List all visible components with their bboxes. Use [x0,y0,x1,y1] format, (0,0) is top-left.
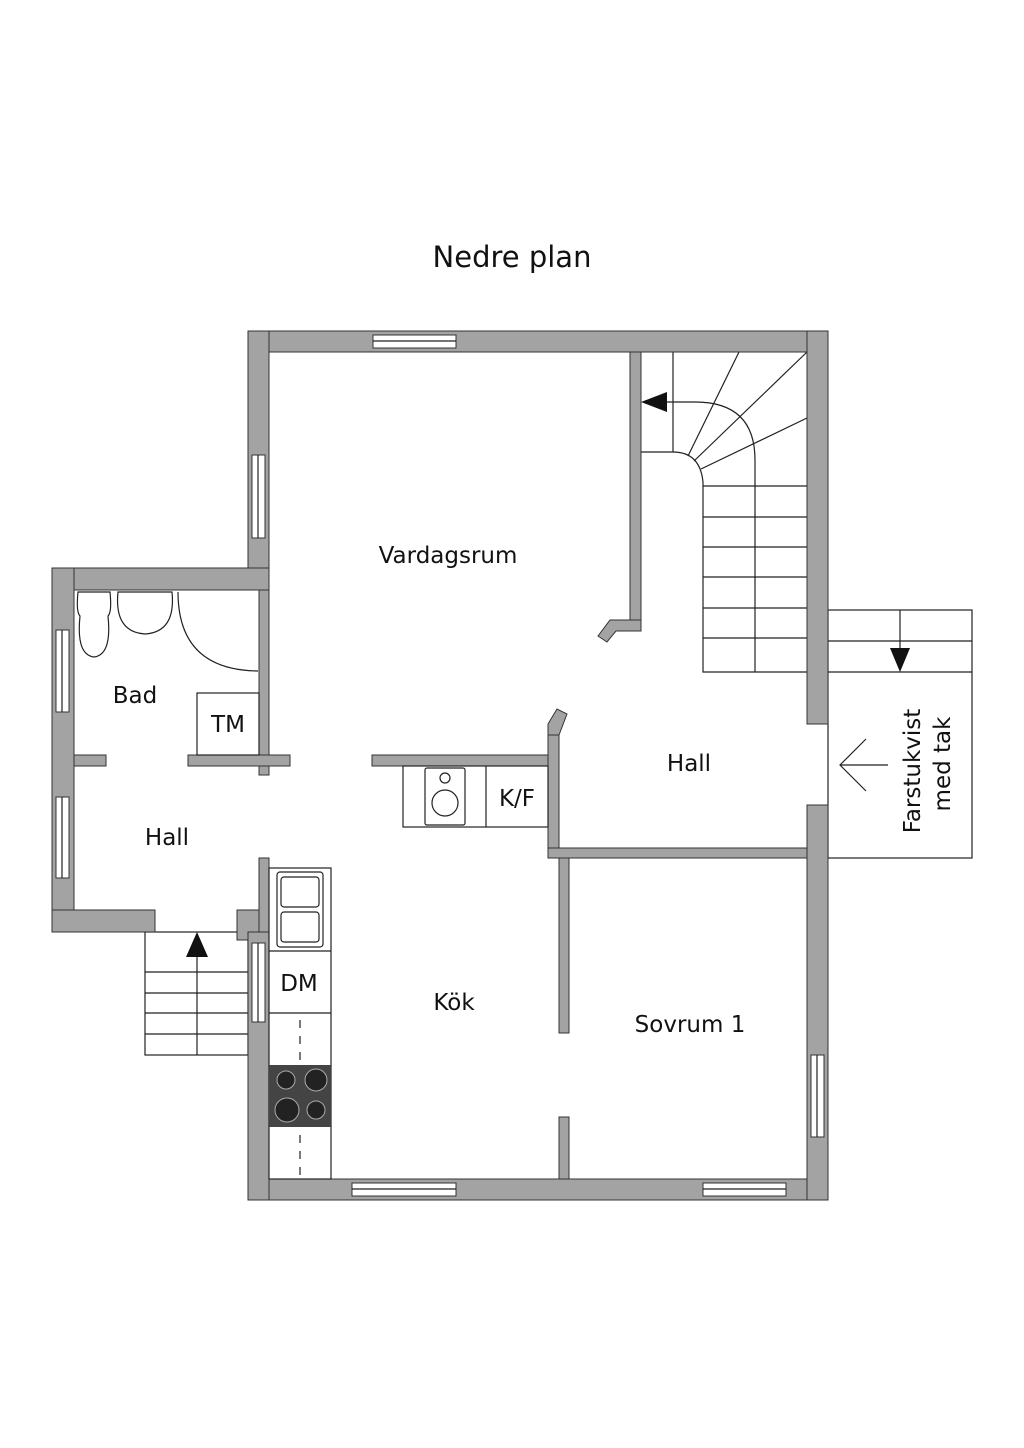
kitchen-fixtures [268,765,549,1180]
porch-label-line1: Farstukvist [900,709,926,834]
room-label-vardagsrum: Vardagsrum [379,543,518,569]
room-label-sovrum: Sovrum 1 [635,1012,746,1038]
porch-label-line2: med tak [930,716,956,812]
room-label-tm: TM [210,712,245,738]
porch [827,609,973,859]
shower-icon [177,591,259,672]
arrow-left-icon [641,392,667,412]
room-label-hall-right: Hall [667,751,711,777]
plan-title: Nedre plan [432,240,592,274]
room-label-hall-left: Hall [145,825,189,851]
bathroom-fixtures [76,591,260,756]
staircase [641,351,808,673]
toilet-icon [76,591,112,658]
kitchen-sink-icon [276,871,324,948]
arrow-up-icon [186,932,208,957]
arrow-down-icon [890,648,910,672]
room-label-kf: K/F [499,786,535,812]
room-label-kok: Kök [433,990,475,1016]
room-label-dm: DM [280,971,318,997]
entry-stairs [144,931,249,1056]
room-label-bad: Bad [113,683,157,709]
washing-machine-icon [424,767,466,826]
sink-icon [116,591,174,635]
windows [55,334,825,1197]
